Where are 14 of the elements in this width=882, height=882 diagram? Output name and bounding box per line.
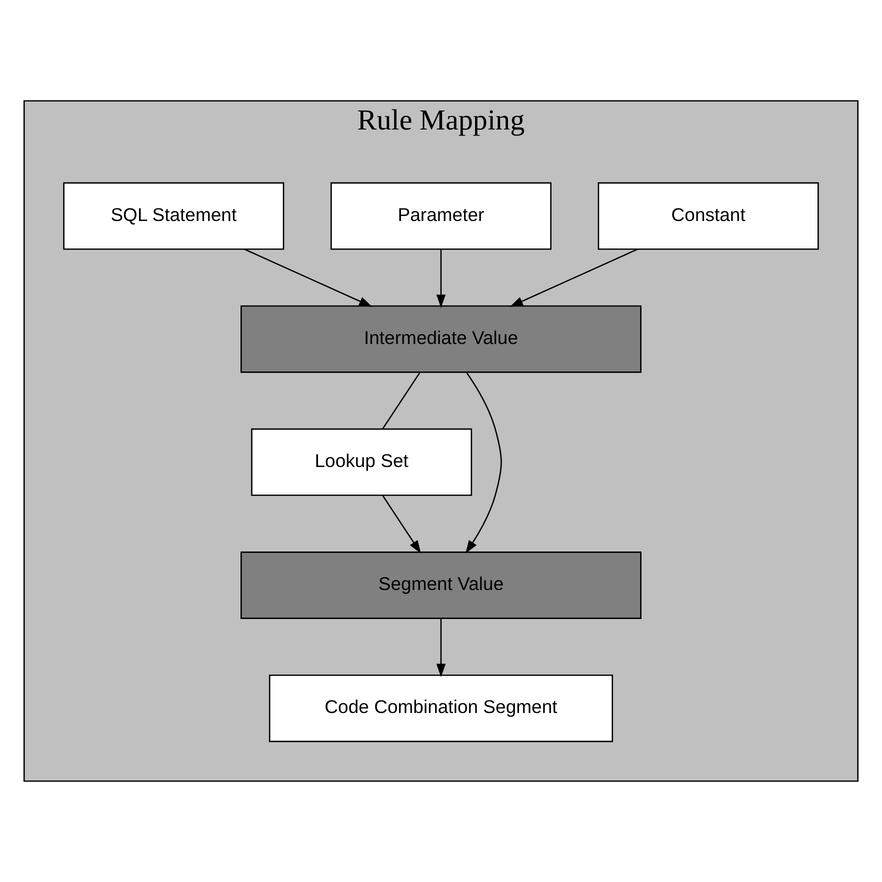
- node-box: Parameter: [330, 182, 552, 250]
- node-box: Lookup Set: [251, 428, 472, 496]
- arrow: [436, 250, 446, 308]
- node-box: Code Combination Segment: [268, 674, 614, 742]
- arrow: [465, 372, 502, 554]
- node-box: Constant: [598, 182, 819, 250]
- arrow: [244, 248, 372, 307]
- connector: [382, 372, 420, 430]
- arrow: [436, 618, 446, 678]
- arrow: [382, 495, 422, 554]
- node-box: Intermediate Value: [240, 305, 642, 373]
- arrow: [510, 248, 638, 307]
- node-box: SQL Statement: [63, 182, 284, 250]
- node-box: Segment Value: [240, 552, 642, 619]
